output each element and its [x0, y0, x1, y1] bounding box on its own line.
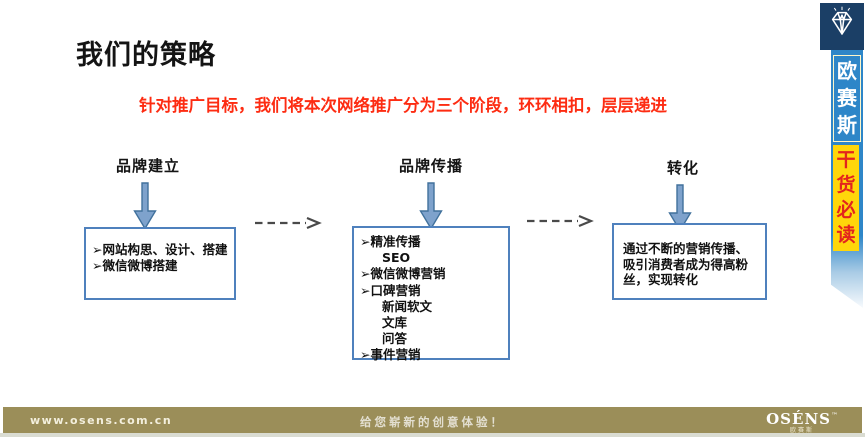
stage-label-brand-spreading: 品牌传播: [398, 157, 464, 175]
footer-logo-subtext: 欧赛斯: [790, 427, 815, 434]
vertical-char: 欧: [837, 59, 857, 83]
side-ribbon: 欧赛斯 干货必读: [831, 50, 863, 308]
conversion-text: 通过不断的营销传播、吸引消费者成为得高粉丝，实现转化: [623, 241, 749, 287]
list-item: SEO: [382, 250, 411, 266]
list-item: 问答: [382, 331, 408, 347]
dashed-right-arrow-icon: [526, 213, 594, 228]
list-item: ➢精准传播: [360, 234, 421, 249]
list-item: ➢微信微博营销: [360, 266, 446, 282]
list-item: 文库: [382, 315, 408, 331]
list-item: ➢微信微博搭建: [92, 257, 178, 273]
ribbon-tagline: 干货必读: [833, 145, 859, 251]
footer-logo-text: OSÉNS: [766, 410, 831, 428]
vertical-char: 货: [836, 174, 856, 196]
list-item: 新闻软文: [382, 298, 433, 314]
footer-bar: www.osens.com.cn 给您崭新的创意体验！ OSÉNS™ 欧赛斯: [3, 407, 862, 434]
ribbon-brand-name: 欧赛斯: [833, 55, 861, 142]
footer-website-url: www.osens.com.cn: [30, 414, 173, 427]
stage-box-brand-building: ➢网站构思、设计、搭建➢微信微博搭建: [84, 227, 236, 300]
down-arrow-icon: [668, 184, 692, 232]
vertical-char: 读: [836, 224, 856, 246]
diamond-gem-icon: [823, 5, 861, 49]
footer-logo: OSÉNS™ 欧赛斯: [766, 411, 838, 434]
stage-label-brand-building: 品牌建立: [115, 157, 181, 175]
slide-subtitle: 针对推广目标，我们将本次网络推广分为三个阶段，环环相扣，层层递进: [139, 96, 667, 115]
down-arrow-icon: [419, 182, 443, 230]
vertical-char: 必: [836, 199, 856, 221]
vertical-char: 赛: [837, 86, 857, 110]
bottom-edge-strip: [0, 433, 865, 437]
list-item: ➢口碑营销: [360, 282, 421, 298]
stage-box-conversion: 通过不断的营销传播、吸引消费者成为得高粉丝，实现转化: [612, 223, 767, 300]
page-title: 我们的策略: [76, 40, 216, 71]
vertical-char: 斯: [837, 113, 857, 137]
brand-logo-square: [820, 3, 864, 50]
down-arrow-icon: [133, 182, 157, 230]
vertical-char: 干: [836, 149, 856, 171]
list-item: ➢事件营销: [360, 347, 421, 363]
trademark-symbol: ™: [831, 411, 838, 420]
dashed-right-arrow-icon: [254, 215, 322, 230]
list-item: ➢网站构思、设计、搭建: [92, 242, 228, 257]
stage-label-conversion: 转化: [666, 159, 700, 177]
footer-slogan: 给您崭新的创意体验！: [360, 415, 505, 429]
